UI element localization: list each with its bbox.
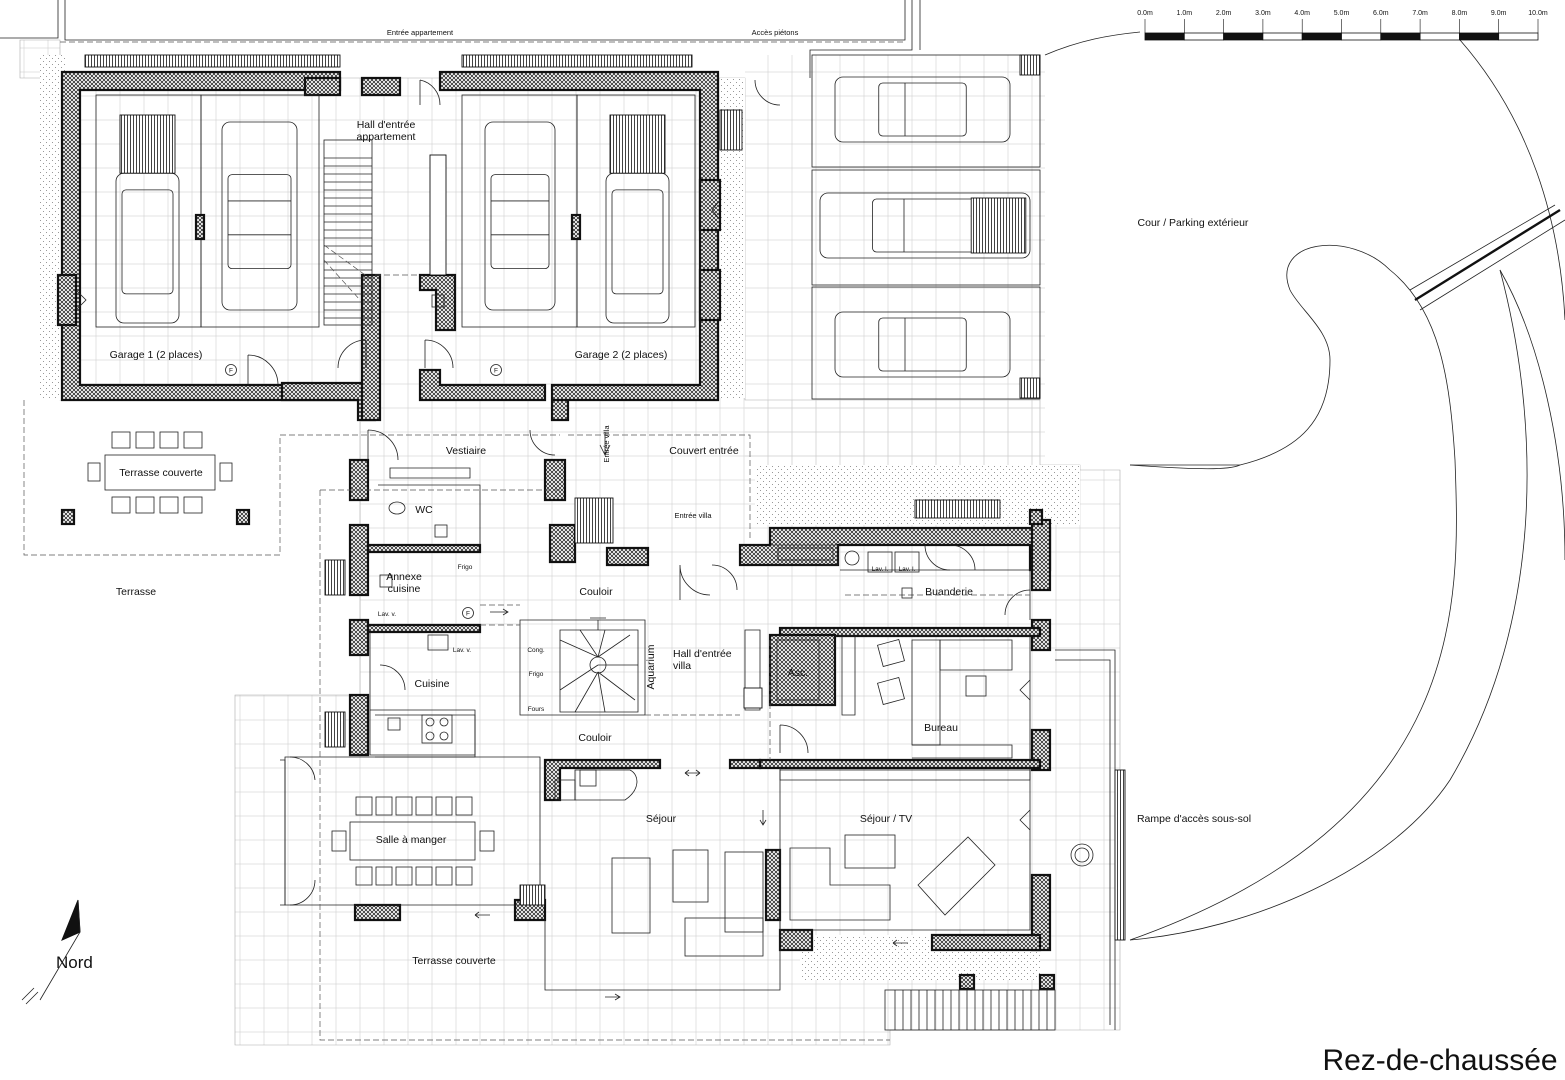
label-entree-villa-1: Entrée villa <box>602 425 611 463</box>
label-aquarium: Aquarium <box>645 644 657 689</box>
terrace-furniture <box>87 431 233 514</box>
dining-furniture <box>331 796 495 886</box>
scale-segment <box>1223 32 1264 41</box>
car <box>115 114 180 324</box>
scale-segment <box>1341 32 1382 41</box>
car <box>834 311 1011 378</box>
label-lav-l-2: Lav. l. <box>899 566 916 573</box>
label-acces-pietons: Accès piétons <box>752 28 799 37</box>
scale-tick-label: 3.0m <box>1255 10 1271 17</box>
north-arrow <box>21 899 81 1005</box>
scale-segment <box>1419 32 1460 41</box>
label-entree-villa-2: Entrée villa <box>674 511 712 520</box>
scale-tick-label: 4.0m <box>1294 10 1310 17</box>
site-boundary <box>0 0 1141 78</box>
scale-segment <box>1380 32 1421 41</box>
scale-segment <box>1262 32 1303 41</box>
label-entree-appartement: Entrée appartement <box>387 28 454 37</box>
scale-segment <box>1498 32 1539 41</box>
f-marker: F <box>462 607 474 619</box>
door-swings <box>75 79 1031 906</box>
label-couloir-1: Couloir <box>579 586 613 598</box>
label-cour: Cour / Parking extérieur <box>1138 217 1249 229</box>
garage-bays <box>95 94 696 328</box>
label-terrasse-couverte-1: Terrasse couverte <box>119 467 203 479</box>
label-cuisine: Cuisine <box>414 678 449 690</box>
villa-walls <box>60 458 1056 991</box>
cars <box>115 76 1031 378</box>
label-salle-a-manger: Salle à manger <box>376 834 447 846</box>
f-marker: F <box>225 364 237 376</box>
label-vestiaire: Vestiaire <box>446 445 486 457</box>
scale-tick-label: 8.0m <box>1452 10 1468 17</box>
scale-tick-label: 2.0m <box>1216 10 1232 17</box>
scale-tick-label: 10.0m <box>1528 10 1548 17</box>
overhead-dashed-lines <box>23 274 1030 1041</box>
kitchen-elements <box>379 294 920 744</box>
label-frigo-1: Frigo <box>458 564 473 571</box>
label-couloir-2: Couloir <box>578 732 612 744</box>
north-label: Nord <box>56 953 93 972</box>
scale-segment <box>1301 32 1342 41</box>
stair-hall-villa <box>559 617 639 713</box>
car <box>484 121 556 311</box>
flow-arrows <box>474 432 908 1001</box>
car <box>221 121 298 311</box>
ramp-strip <box>1055 649 1126 1030</box>
scale-segment <box>1144 32 1185 41</box>
label-terrasse-couverte-2: Terrasse couverte <box>412 955 496 967</box>
scale-tick-label: 5.0m <box>1334 10 1350 17</box>
svg-text:F: F <box>229 368 233 375</box>
label-buanderie: Buanderie <box>925 586 973 598</box>
car <box>605 114 670 324</box>
scale-segment <box>1183 32 1225 41</box>
label-garage2: Garage 2 (2 places) <box>575 349 668 361</box>
courtyard-paving <box>745 55 1045 465</box>
parking-bays <box>811 54 1041 400</box>
sheet-title: Rez-de-chaussée <box>1322 1044 1557 1077</box>
label-frigo-2: Frigo <box>529 671 544 678</box>
car <box>819 192 1031 259</box>
label-lav-l-1: Lav. l. <box>872 566 889 573</box>
label-garage1: Garage 1 (2 places) <box>110 349 203 361</box>
scale-tick-label: 9.0m <box>1491 10 1507 17</box>
scale-tick-label: 0.0m <box>1137 10 1153 17</box>
car <box>834 76 1011 143</box>
label-sejour-tv: Séjour / TV <box>860 813 912 825</box>
scale-bar: 0.0m 1.0m 2.0m 3.0m 4.0m 5.0m 6.0m 7.0m 8.0m 9.0m… <box>1137 10 1548 41</box>
scale-segment <box>1459 32 1500 41</box>
grilles <box>84 54 1001 906</box>
label-lav-v-1: Lav. v. <box>378 611 396 618</box>
label-rampe: Rampe d'accès sous-sol <box>1137 813 1251 825</box>
scale-tick-label: 1.0m <box>1177 10 1193 17</box>
label-wc: WC <box>415 504 433 516</box>
label-fours: Fours <box>528 706 545 713</box>
label-sejour: Séjour <box>646 813 677 825</box>
driveway-curves <box>1129 39 1565 941</box>
f-markers: F F F <box>225 364 502 619</box>
gravel-strip-left <box>40 55 65 400</box>
lounge-furniture <box>611 639 996 957</box>
label-couvert-entree: Couvert entrée <box>669 445 739 457</box>
svg-text:F: F <box>494 368 498 375</box>
label-bureau: Bureau <box>924 722 958 734</box>
f-marker: F <box>490 364 502 376</box>
label-cong: Cong. <box>527 647 545 654</box>
scale-tick-label: 7.0m <box>1412 10 1428 17</box>
scale-tick-label: 6.0m <box>1373 10 1389 17</box>
label-asc: Asc. <box>788 667 808 679</box>
label-terrasse: Terrasse <box>116 586 156 598</box>
bottom-steps <box>884 989 1056 1031</box>
stair-hall-appartement <box>323 139 373 326</box>
garage-walls <box>56 70 722 422</box>
svg-text:F: F <box>466 611 470 618</box>
label-lav-v-2: Lav. v. <box>453 647 471 654</box>
